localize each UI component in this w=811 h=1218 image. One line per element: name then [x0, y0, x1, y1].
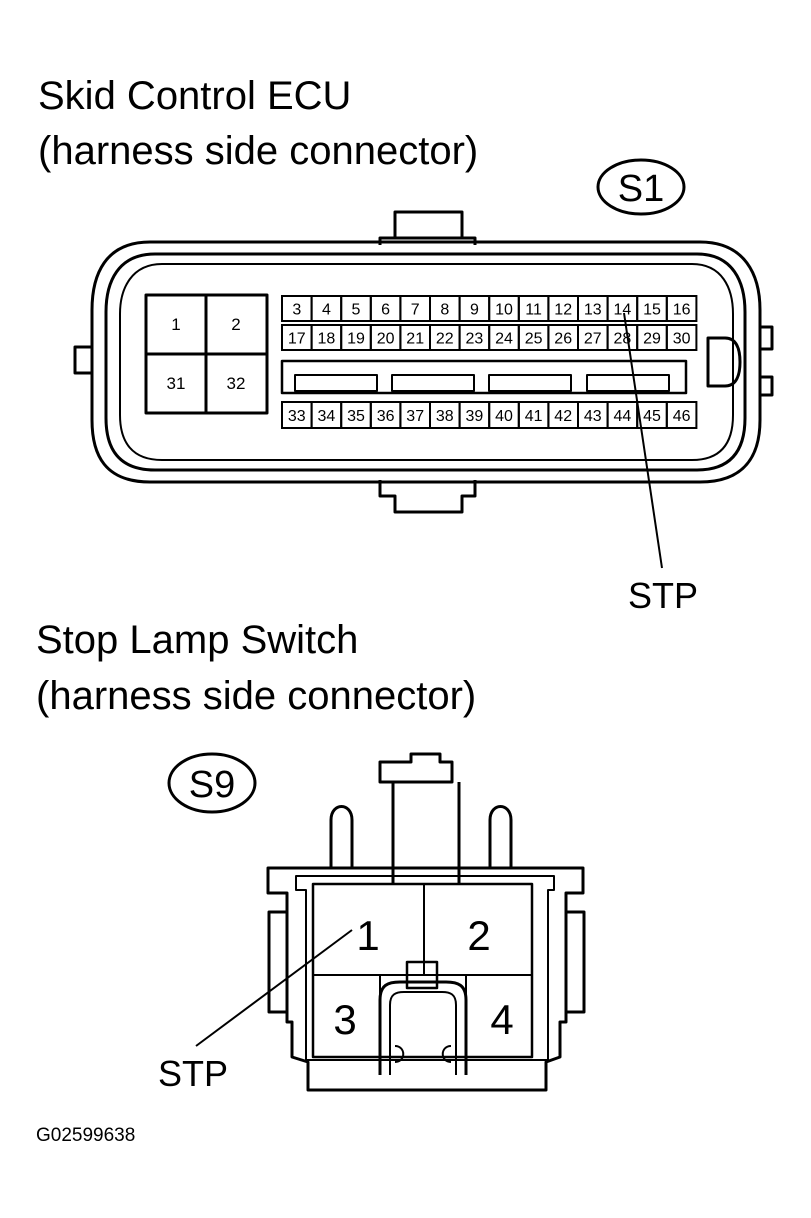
ecu-pin-23: 23 [466, 331, 484, 348]
ecu-pin-20: 20 [377, 331, 395, 348]
ecu-pin-44: 44 [614, 408, 632, 425]
ecu-title-line1: Skid Control ECU [38, 74, 352, 118]
switch-pin-2: 2 [467, 912, 490, 959]
ecu-pin-45: 45 [643, 408, 661, 425]
ecu-pin-36: 36 [377, 408, 395, 425]
ecu-pin-40: 40 [495, 408, 513, 425]
s9-code-ellipse [167, 752, 257, 814]
ecu-pin-37: 37 [406, 408, 424, 425]
ecu-pin-33: 33 [288, 408, 306, 425]
ecu-pin-2: 2 [231, 315, 240, 334]
ecu-stp-leader [623, 312, 663, 569]
switch-stp-label: STP [158, 1053, 229, 1094]
ecu-pin-28: 28 [614, 331, 632, 348]
ecu-title-line2: (harness side connector) [38, 129, 479, 173]
ecu-pin-14: 14 [614, 302, 632, 319]
ecu-pin-29: 29 [643, 331, 661, 348]
switch-title-line2: (harness side connector) [36, 674, 477, 718]
switch-connector-body [266, 752, 586, 1092]
ecu-pin-39: 39 [466, 408, 484, 425]
ecu-connector-body [73, 210, 774, 514]
ecu-pin-9: 9 [470, 302, 479, 319]
ecu-pin-cell [665, 295, 698, 322]
ecu-pin-1: 1 [171, 315, 180, 334]
s1-code-ellipse [596, 158, 686, 216]
ecu-pin-18: 18 [318, 331, 336, 348]
s1-code: S1 [618, 168, 664, 210]
ecu-pin-34: 34 [318, 408, 336, 425]
ecu-row-middle: 17 18 19 20 21 22 23 24 25 26 27 28 29 30 [281, 324, 698, 351]
ecu-pin-8: 8 [440, 302, 449, 319]
ecu-pin-35: 35 [347, 408, 365, 425]
ecu-pin-3: 3 [292, 302, 301, 319]
ecu-pin-5: 5 [352, 302, 361, 319]
ecu-pin-cell [665, 401, 698, 429]
ecu-pin-4: 4 [322, 302, 331, 319]
s9-code: S9 [189, 764, 235, 806]
ecu-pin-43: 43 [584, 408, 602, 425]
ecu-pin-26: 26 [554, 331, 572, 348]
ecu-pin-17: 17 [288, 331, 306, 348]
ecu-stp-label: STP [628, 575, 699, 616]
ecu-pin-11: 11 [525, 302, 542, 319]
ecu-pin-10: 10 [495, 302, 513, 319]
ecu-pin-32: 32 [227, 374, 246, 393]
ecu-pin-22: 22 [436, 331, 454, 348]
ecu-big-pins: 1 2 31 32 [167, 315, 246, 393]
ecu-pin-6: 6 [381, 302, 390, 319]
ecu-pin-46: 46 [673, 408, 691, 425]
ecu-pin-31: 31 [167, 374, 186, 393]
switch-pin-4: 4 [490, 996, 513, 1043]
ecu-pin-15: 15 [643, 302, 661, 319]
switch-stp-leader [195, 929, 353, 1047]
ecu-pin-13: 13 [584, 302, 602, 319]
ecu-pin-19: 19 [347, 331, 365, 348]
ecu-pin-7: 7 [411, 302, 420, 319]
ecu-pin-30: 30 [673, 331, 691, 348]
figure-id: G02599638 [36, 1125, 136, 1146]
ecu-pin-25: 25 [525, 331, 543, 348]
ecu-pin-38: 38 [436, 408, 454, 425]
switch-pin-1: 1 [356, 912, 379, 959]
ecu-row-top: 3 4 5 6 7 8 9 10 11 12 13 14 15 16 [281, 295, 698, 322]
ecu-pin-27: 27 [584, 331, 602, 348]
ecu-pin-cell [665, 324, 698, 351]
ecu-pin-16: 16 [673, 302, 691, 319]
ecu-pin-21: 21 [406, 331, 424, 348]
ecu-pin-42: 42 [554, 408, 572, 425]
switch-title-line1: Stop Lamp Switch [36, 618, 359, 662]
ecu-pin-24: 24 [495, 331, 513, 348]
switch-pin-3: 3 [333, 996, 356, 1043]
ecu-row-bottom: 33 34 35 36 37 38 39 40 41 42 43 44 45 46 [281, 401, 698, 429]
ecu-pin-12: 12 [554, 302, 572, 319]
ecu-pin-41: 41 [525, 408, 543, 425]
